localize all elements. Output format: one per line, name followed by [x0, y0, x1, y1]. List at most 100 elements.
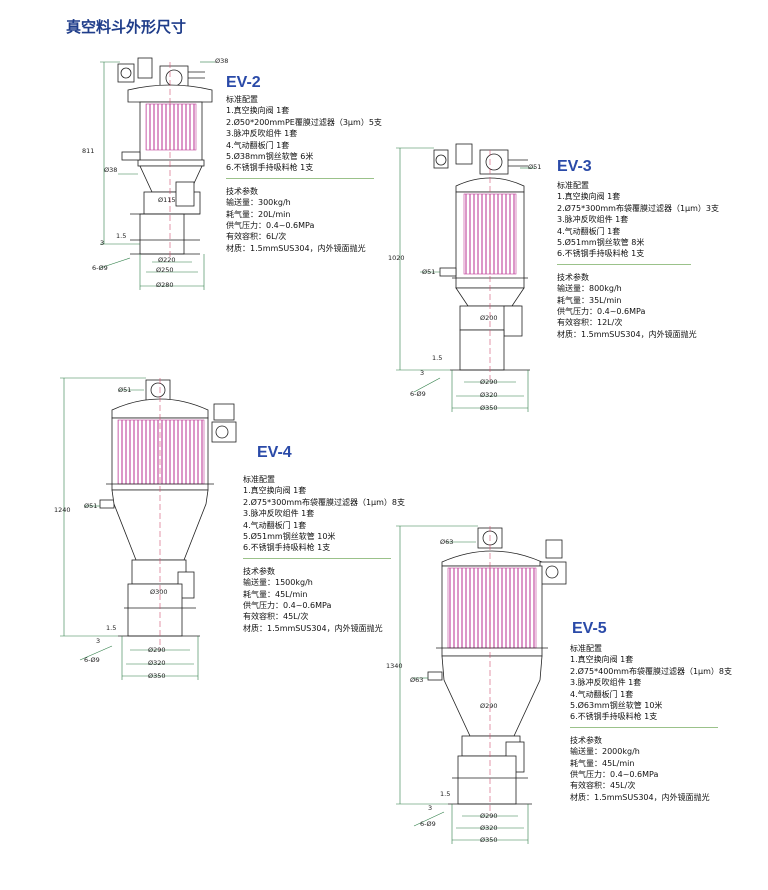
ev5-drawing: [427, 527, 567, 805]
ev3-dim-bolt: 6-Ø9: [410, 390, 426, 398]
ev5-std-item: 5.Ø63mm钢丝软管 10米: [570, 701, 663, 711]
ev4-std-item: 2.Ø75*300mm布袋覆膜过滤器（1μm）8支: [243, 497, 406, 507]
ev3-dim-foot: 3: [420, 369, 424, 377]
ev4-dimensions: [60, 377, 199, 680]
ev4-std-item: 4.气动翻板门 1套: [243, 520, 307, 530]
ev3-dim-d1: Ø290: [480, 378, 498, 386]
ev2-dim-inner: Ø115: [158, 196, 176, 204]
ev5-dimensions: [396, 525, 529, 844]
ev2-model-label: EV-2: [226, 74, 261, 91]
ev4-dim-d2: Ø320: [148, 659, 166, 667]
ev4-dim-bolt: 6-Ø9: [84, 656, 100, 664]
ev5-dim-d3: Ø350: [480, 836, 498, 844]
ev3-dim-leg: 1.5: [432, 354, 442, 362]
ev4-spec-block: 标准配置 1.真空换向阀 1套 2.Ø75*300mm布袋覆膜过滤器（1μm）8…: [243, 474, 443, 634]
page-title: 真空料斗外形尺寸: [66, 18, 187, 36]
ev4-separator: [243, 557, 391, 559]
ev4-tech-item: 耗气量：45L/min: [243, 589, 308, 599]
ev5-std-item: 6.不锈钢手持吸料枪 1支: [570, 712, 658, 722]
ev4-dim-foot: 3: [96, 637, 100, 645]
ev5-std-item: 2.Ø75*400mm布袋覆膜过滤器（1μm）8支: [570, 666, 733, 676]
ev2-dim-d3: Ø280: [156, 281, 174, 289]
ev3-std-item: 6.不锈钢手持吸料枪 1支: [557, 249, 645, 259]
ev5-dim-bolt: 6-Ø9: [420, 820, 436, 828]
ev2-dim-leg: 1.5: [116, 232, 126, 240]
ev5-spec-block: 标准配置 1.真空换向阀 1套 2.Ø75*400mm布袋覆膜过滤器（1μm）8…: [570, 643, 768, 803]
ev2-dimensions: [99, 61, 215, 290]
ev3-dim-top-port: Ø51: [528, 163, 541, 171]
ev3-dim-inner: Ø200: [480, 314, 498, 322]
ev2-dim-d1: Ø220: [158, 256, 176, 264]
ev3-dim-d2: Ø320: [480, 391, 498, 399]
ev2-std-item: 5.Ø38mm钢丝软管 6米: [226, 152, 314, 162]
ev3-tech-item: 材质：1.5mmSUS304，内外镜面抛光: [557, 329, 697, 339]
ev2-dim-foot: 3: [100, 239, 104, 247]
ev2-dim-height: 811: [82, 147, 94, 155]
ev5-model-label: EV-5: [572, 620, 607, 637]
ev2-tech-item: 供气压力：0.4~0.6MPa: [226, 221, 315, 231]
ev3-std-item: 5.Ø51mm钢丝软管 8米: [557, 238, 645, 248]
ev2-std-item: 4.气动翻板门 1套: [226, 140, 290, 150]
ev4-dim-top-port: Ø51: [118, 386, 131, 394]
ev5-tech-item: 有效容积：45L/次: [570, 781, 636, 791]
ev2-dim-top-port: Ø38: [215, 57, 228, 65]
ev4-dim-inner: Ø300: [150, 588, 168, 596]
ev3-drawing: [433, 143, 530, 371]
ev3-spec-block: 标准配置 1.真空换向阀 1套 2.Ø75*300mm布袋覆膜过滤器（1μm）3…: [557, 180, 757, 340]
ev2-tech-header: 技术参数: [226, 186, 258, 196]
ev2-std-item: 1.真空换向阀 1套: [226, 106, 290, 116]
ev2-std-header: 标准配置: [226, 95, 258, 104]
ev2-separator: [226, 177, 374, 179]
ev4-dim-labels: Ø51 1240 Ø51 Ø300 1.5 3 6-Ø9 Ø290 Ø320 Ø…: [54, 386, 168, 680]
ev3-std-item: 4.气动翻板门 1套: [557, 226, 621, 236]
ev5-separator: [570, 726, 718, 728]
ev3-dim-height: 1020: [388, 254, 405, 262]
ev3-dim-labels: Ø51 1020 Ø51 Ø200 1.5 3 6-Ø9 Ø290 Ø320 Ø…: [388, 163, 541, 412]
ev3-tech-item: 耗气量：35L/min: [557, 295, 622, 305]
ev5-dim-side-port: Ø63: [410, 676, 423, 684]
ev3-std-item: 1.真空换向阀 1套: [557, 192, 621, 202]
ev4-dim-leg: 1.5: [106, 624, 116, 632]
ev3-dim-d3: Ø350: [480, 404, 498, 412]
ev5-dim-d2: Ø320: [480, 824, 498, 832]
ev4-tech-item: 输送量：1500kg/h: [243, 578, 313, 588]
ev4-dim-side-port: Ø51: [84, 502, 97, 510]
ev2-std-item: 3.脉冲反吹组件 1套: [226, 129, 298, 139]
ev4-std-header: 标准配置: [243, 475, 275, 484]
ev3-dim-side-port: Ø51: [422, 268, 435, 276]
ev5-dim-top-port: Ø63: [440, 538, 453, 546]
ev3-dimensions: [396, 147, 535, 412]
ev4-dim-height: 1240: [54, 506, 71, 514]
ev5-dim-height: 1340: [386, 662, 403, 670]
ev5-tech-item: 供气压力：0.4~0.6MPa: [570, 770, 659, 780]
ev5-std-item: 4.气动翻板门 1套: [570, 689, 634, 699]
ev4-dim-d1: Ø290: [148, 646, 166, 654]
ev3-separator: [557, 263, 691, 265]
ev4-tech-item: 供气压力：0.4~0.6MPa: [243, 601, 332, 611]
ev5-std-item: 1.真空换向阀 1套: [570, 655, 634, 665]
ev4-dim-d3: Ø350: [148, 672, 166, 680]
ev5-tech-item: 输送量：2000kg/h: [570, 747, 640, 757]
ev3-tech-item: 有效容积：12L/次: [557, 318, 623, 328]
ev4-tech-header: 技术参数: [243, 566, 275, 576]
ev3-model-label: EV-3: [557, 158, 592, 175]
ev3-std-header: 标准配置: [557, 181, 589, 190]
ev4-std-item: 5.Ø51mm钢丝软管 10米: [243, 532, 336, 542]
ev2-dim-side-port: Ø38: [104, 166, 117, 174]
ev2-drawing: [117, 57, 213, 255]
ev2-std-item: 2.Ø50*200mmPE覆膜过滤器（3μm）5支: [226, 117, 382, 127]
ev5-dim-foot: 3: [428, 804, 432, 812]
ev3-tech-item: 供气压力：0.4~0.6MPa: [557, 307, 646, 317]
ev5-dim-labels: Ø63 1340 Ø63 Ø290 1.5 3 6-Ø9 Ø290 Ø320 Ø…: [386, 538, 498, 844]
ev3-std-item: 2.Ø75*300mm布袋覆膜过滤器（1μm）3支: [557, 203, 720, 213]
ev2-dim-labels: Ø38 811 Ø38 Ø115 1.5 3 6-Ø9 Ø220 Ø250 Ø2…: [82, 57, 228, 289]
ev4-drawing: [99, 379, 237, 637]
ev4-tech-item: 有效容积：45L/次: [243, 612, 309, 622]
ev2-tech-item: 耗气量：20L/min: [226, 209, 291, 219]
ev3-tech-header: 技术参数: [557, 272, 589, 282]
ev4-std-item: 3.脉冲反吹组件 1套: [243, 509, 315, 519]
ev3-std-item: 3.脉冲反吹组件 1套: [557, 215, 629, 225]
ev5-dim-inner: Ø290: [480, 702, 498, 710]
ev3-tech-item: 输送量：800kg/h: [557, 284, 622, 294]
